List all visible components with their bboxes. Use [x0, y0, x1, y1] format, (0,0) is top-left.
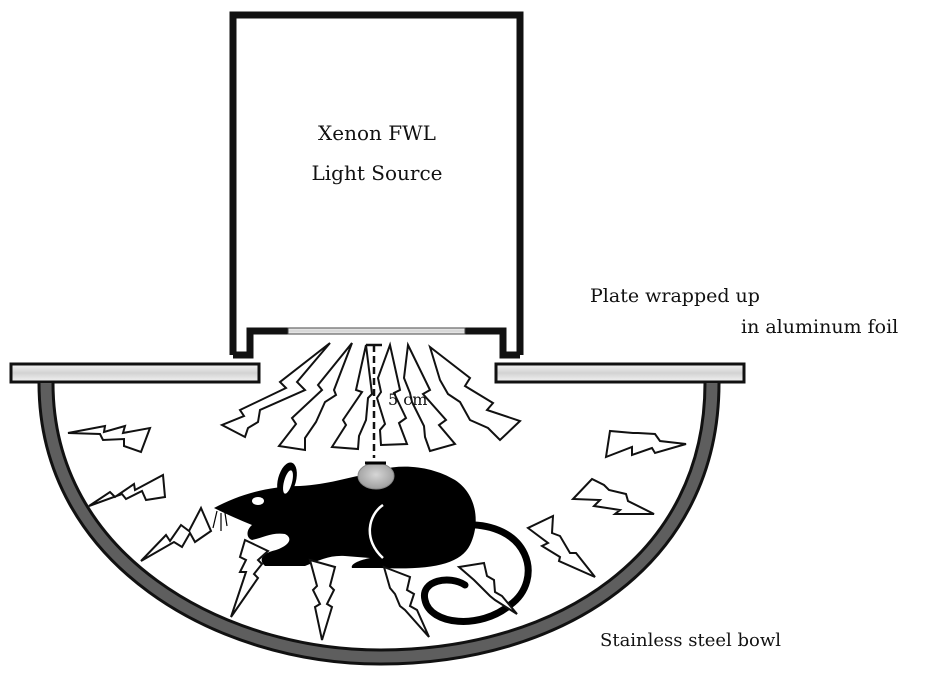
light-bolt — [308, 558, 337, 641]
light-bolt — [526, 514, 596, 578]
light-rays — [219, 341, 522, 453]
stainless-steel-bowl — [40, 382, 718, 663]
light-bolt — [570, 477, 655, 515]
rat-leg-line — [368, 503, 384, 559]
light-source-label-line2: Light Source — [312, 161, 443, 185]
light-bolt — [402, 341, 457, 453]
light-bolt — [428, 344, 522, 442]
light-bolt — [375, 341, 409, 447]
aluminum-plate-right — [494, 362, 746, 384]
rat-whiskers — [212, 510, 228, 531]
rat-ear-inner — [283, 470, 293, 494]
light-bolt — [330, 344, 374, 451]
rat — [212, 461, 532, 625]
light-source-label-line1: Xenon FWL — [318, 121, 436, 145]
aluminum-plate-left — [9, 362, 261, 384]
light-bolt — [382, 565, 430, 638]
light-bolt — [67, 424, 152, 454]
side-bolts-left — [67, 424, 213, 562]
bowl-label: Stainless steel bowl — [600, 630, 781, 651]
rat-tail — [421, 521, 532, 625]
plate-label-line2: in aluminum foil — [741, 316, 898, 338]
plate-label-line1: Plate wrapped up — [590, 285, 760, 307]
light-bolt — [88, 473, 167, 507]
light-bolt — [456, 561, 518, 615]
head-target — [357, 462, 395, 490]
right-flange — [465, 327, 520, 359]
light-bolt — [277, 342, 353, 452]
light-window — [287, 327, 466, 335]
left-flange — [233, 327, 288, 359]
light-bolt — [230, 538, 270, 618]
distance-label: 5 cm — [388, 390, 427, 409]
light-bolt — [140, 505, 213, 562]
light-bolt — [219, 342, 331, 439]
side-bolts-right — [526, 429, 687, 578]
light-bolt — [604, 429, 687, 459]
bottom-bolts — [230, 538, 518, 641]
light-source-box — [229, 11, 524, 359]
rat-eye — [252, 497, 264, 505]
